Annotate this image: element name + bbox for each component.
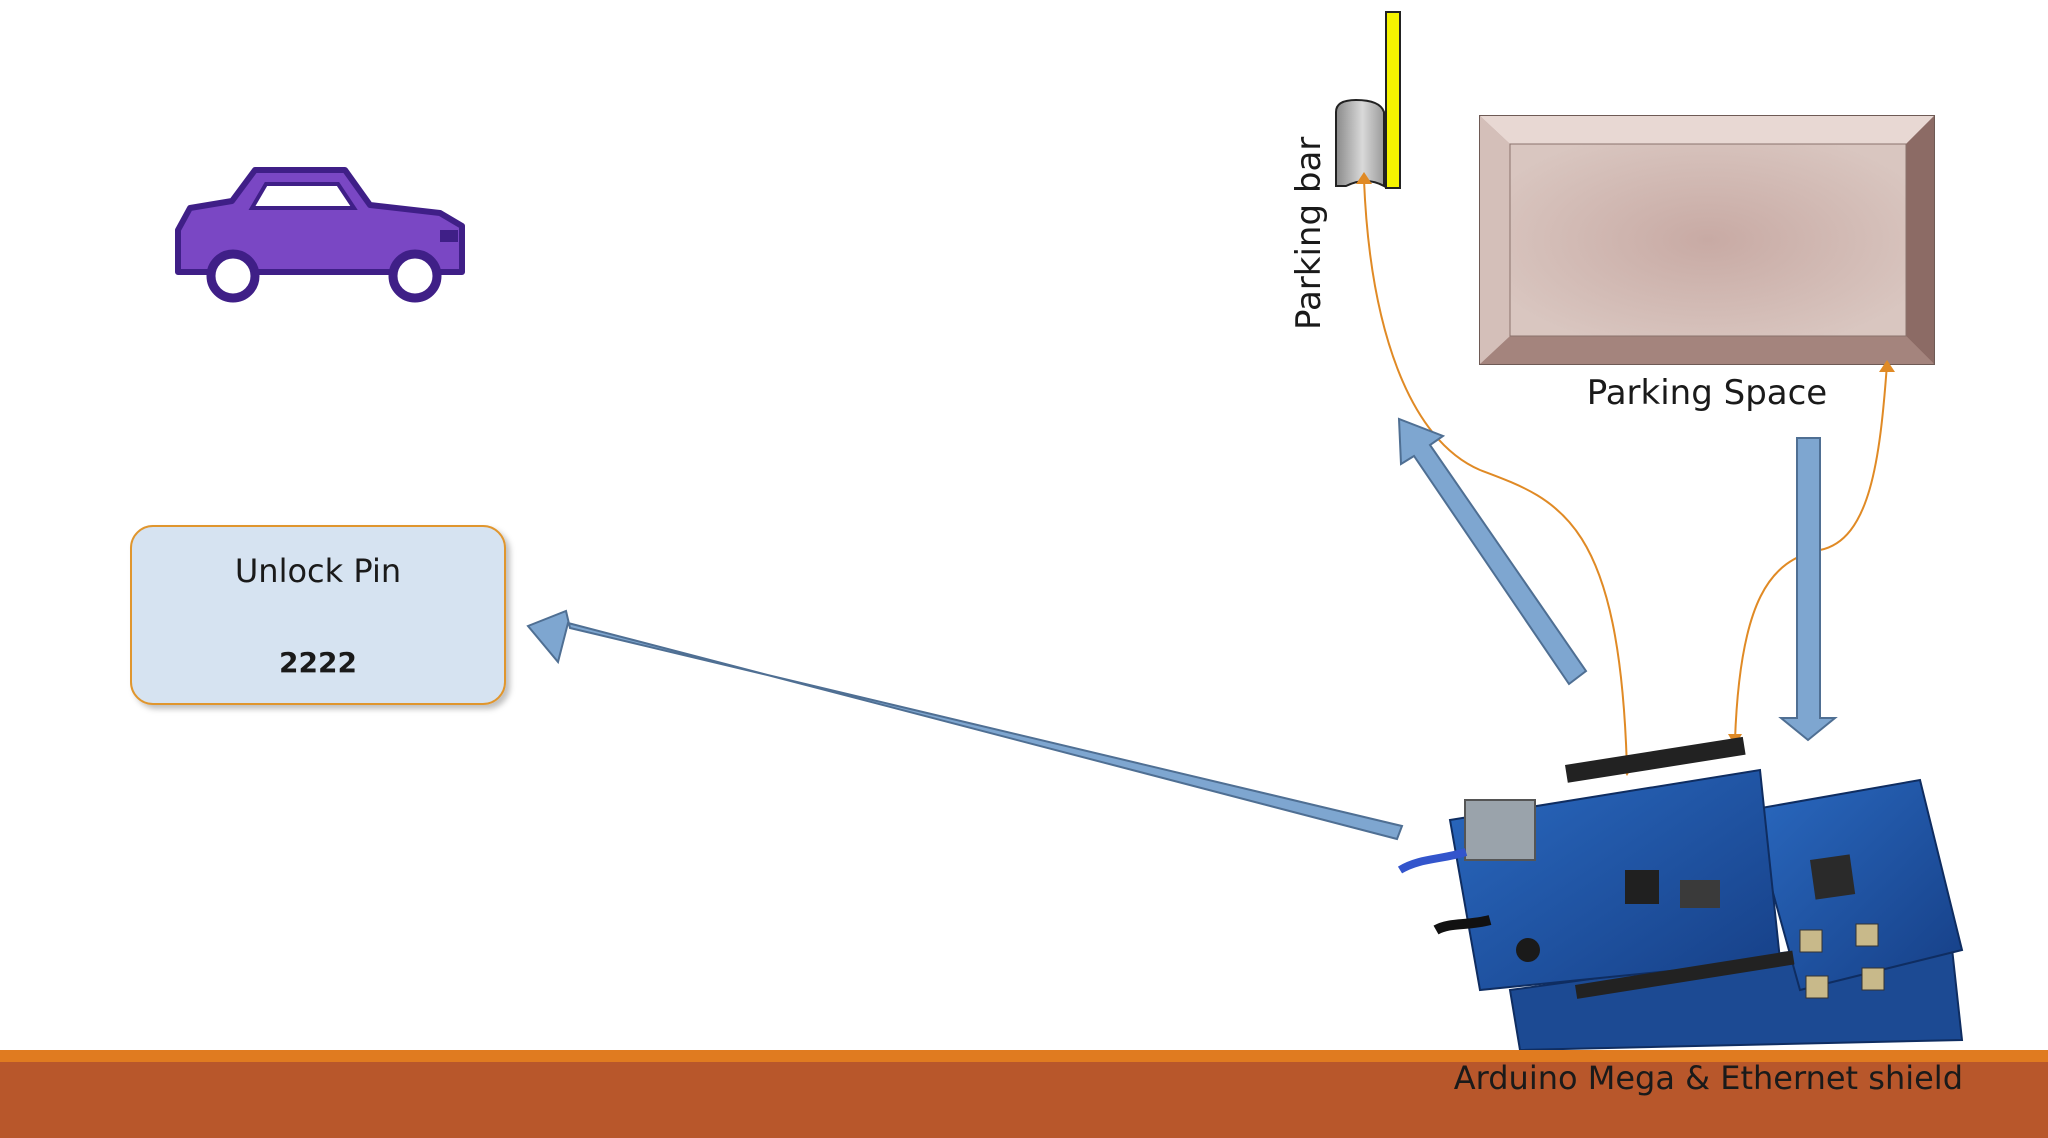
unlock-pin-value: 2222 [279,646,357,679]
footer-band [0,1062,2048,1138]
parking-space-label: Parking Space [1587,373,1827,413]
arrow-board-to-unlock [526,609,1404,841]
unlock-pin-title: Unlock Pin [235,552,401,590]
board-caption: Arduino Mega & Ethernet shield [1454,1059,1963,1097]
arrow-space-to-board [1778,437,1838,742]
connector-arrowhead-space [1879,360,1895,372]
parking-bar-label: Parking bar [1289,137,1329,330]
unlock-pin-box [130,525,506,705]
footer-accent-line [0,1050,2048,1062]
arduino-board-image [1397,736,1964,1052]
car-icon [175,167,465,303]
parking-bar-icon [1335,11,1401,189]
connector-arrowhead-bar [1356,172,1372,184]
connector-board-to-bar [1363,179,1628,771]
parking-space-box [1479,115,1935,365]
arrow-board-to-parking-bar [1397,417,1588,686]
